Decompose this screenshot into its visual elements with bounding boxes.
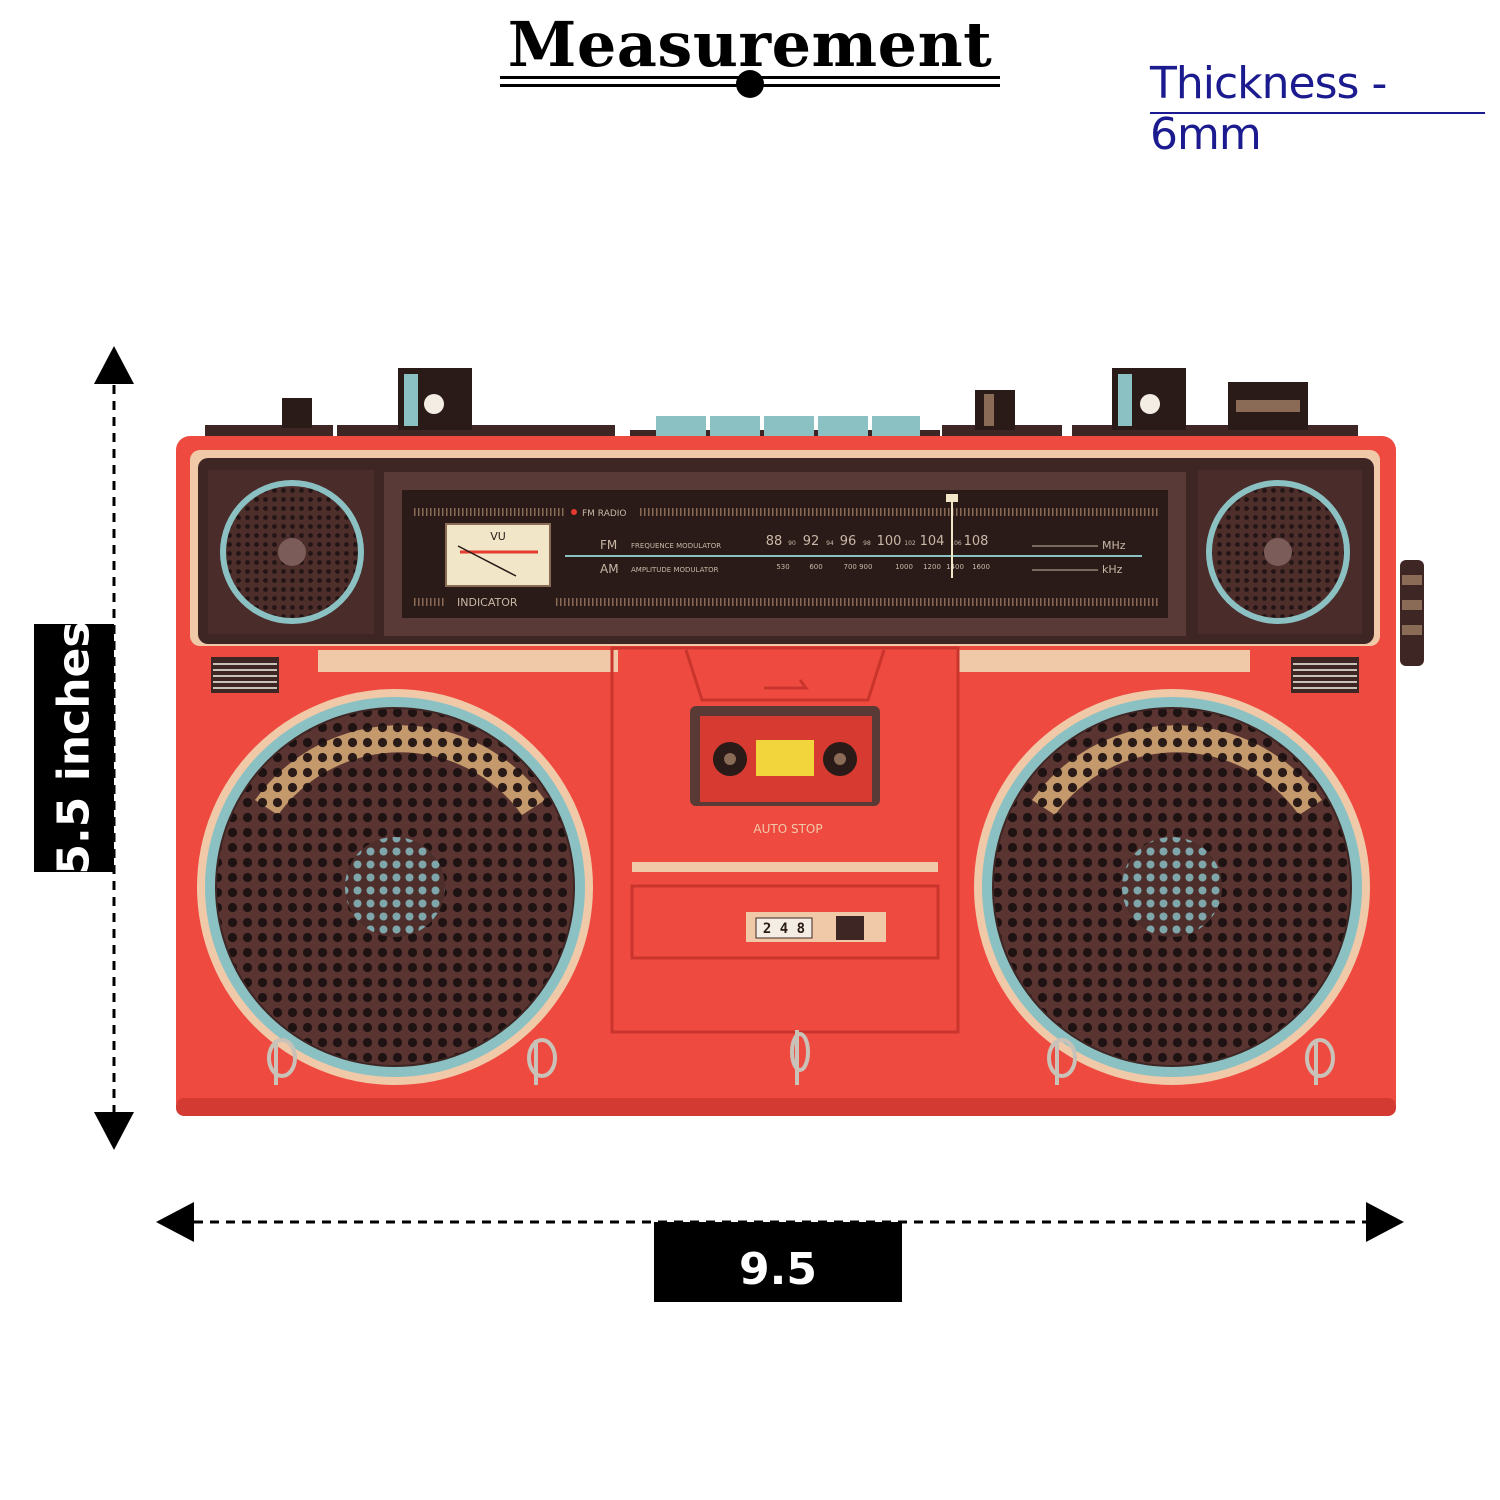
cassette-reel-right-hub bbox=[834, 753, 846, 765]
tape-button-5 bbox=[872, 416, 920, 438]
fm-desc: FREQUENCE MODULATOR bbox=[631, 542, 721, 550]
tape-button-2 bbox=[710, 416, 760, 438]
page-title: Measurement bbox=[507, 8, 993, 81]
vu-meter bbox=[445, 523, 551, 587]
tape-counter bbox=[755, 917, 813, 939]
top-knob-left bbox=[282, 398, 312, 428]
dial-band-label: FM RADIO bbox=[582, 509, 627, 519]
width-label: 9.5 inches bbox=[654, 1222, 902, 1391]
top-knob-center bbox=[975, 390, 1015, 430]
am-desc: AMPLITUDE MODULATOR bbox=[631, 566, 719, 574]
handle-mount-left-accent bbox=[404, 374, 418, 426]
counter-reset-button bbox=[836, 916, 864, 940]
thickness-label: Thickness - 6mm bbox=[1150, 58, 1387, 160]
fm-indicator-dot-icon bbox=[571, 509, 577, 515]
arrow-right-icon bbox=[1366, 1202, 1404, 1242]
fm-tick-label: 102 bbox=[904, 540, 916, 547]
woofer-right-highlight bbox=[1032, 725, 1322, 815]
counter-panel bbox=[630, 884, 940, 960]
key-ring-3 bbox=[790, 1032, 810, 1072]
key-hooks bbox=[267, 1030, 1335, 1085]
side-knob-ridge-2 bbox=[1402, 600, 1422, 610]
fm-tick-label: 106 bbox=[950, 540, 962, 547]
am-tick-label: 530 bbox=[776, 563, 789, 571]
arrow-left-icon bbox=[156, 1202, 194, 1242]
indicator-label: INDICATOR bbox=[457, 596, 518, 609]
vu-label: VU bbox=[490, 530, 506, 543]
woofer-right-center bbox=[1122, 837, 1222, 937]
key-ring-4 bbox=[1047, 1038, 1077, 1078]
side-knob-ridge-1 bbox=[1402, 575, 1422, 585]
height-label-box: 5.5 inches bbox=[34, 621, 114, 875]
thickness-underline bbox=[1150, 112, 1485, 114]
vu-needle bbox=[457, 545, 517, 577]
fm-tick-label: 92 bbox=[803, 534, 820, 549]
trim-strip-right bbox=[958, 650, 1250, 672]
am-tick-label: 1200 bbox=[923, 563, 941, 571]
woofer-left-highlight bbox=[255, 725, 545, 815]
woofer-left-center bbox=[345, 837, 445, 937]
fm-tick-label: 104 bbox=[920, 534, 945, 549]
am-tick-label: 1400 bbox=[946, 563, 964, 571]
arrow-down-icon bbox=[94, 1112, 134, 1150]
tweeter-right-center bbox=[1264, 538, 1292, 566]
cassette-trim bbox=[632, 862, 938, 872]
vent-right bbox=[1291, 657, 1359, 693]
hanging-hole-left bbox=[424, 394, 444, 414]
am-tick-label: 1000 bbox=[895, 563, 913, 571]
fm-tick-label: 100 bbox=[877, 534, 902, 549]
tape-counter-value: 2 4 8 bbox=[763, 921, 805, 937]
cassette-eject-slot bbox=[684, 649, 886, 702]
fm-unit: MHz bbox=[1102, 539, 1126, 552]
trim-strip-left bbox=[318, 650, 618, 672]
fm-tick-label: 98 bbox=[863, 540, 871, 547]
am-unit: kHz bbox=[1102, 563, 1123, 576]
tuning-needle-head bbox=[946, 494, 958, 502]
side-knob-ridge-3 bbox=[1402, 625, 1422, 635]
vent-left bbox=[211, 657, 279, 693]
hanging-hole-right bbox=[1140, 394, 1160, 414]
fm-tick-label: 88 bbox=[766, 534, 783, 549]
tape-button-1 bbox=[656, 416, 706, 438]
cassette-door bbox=[610, 646, 960, 1034]
side-knob bbox=[1400, 560, 1424, 666]
tape-button-3 bbox=[764, 416, 814, 438]
cassette-label bbox=[756, 740, 814, 776]
am-label: AM bbox=[600, 562, 619, 576]
am-tick-label: 600 bbox=[809, 563, 822, 571]
top-knob-center-accent bbox=[984, 394, 994, 426]
fm-tick-label: 108 bbox=[964, 534, 989, 549]
key-ring-5 bbox=[1305, 1038, 1335, 1078]
am-tick-label: 700 900 bbox=[844, 563, 873, 571]
tape-button-4 bbox=[818, 416, 868, 438]
arrow-up-icon bbox=[94, 346, 134, 384]
title-dot-icon bbox=[736, 70, 764, 98]
cassette-reel-left-hub bbox=[724, 753, 736, 765]
fm-label: FM bbox=[600, 538, 617, 552]
fm-tick-label: 90 bbox=[788, 540, 796, 547]
fm-tick-label: 96 bbox=[840, 534, 857, 549]
key-ring-2 bbox=[527, 1038, 557, 1078]
key-ring-1 bbox=[267, 1038, 297, 1078]
handle-mount-right-accent bbox=[1118, 374, 1132, 426]
am-tick-labels: 530 600 700 900 1000 1200 1400 1600 bbox=[776, 563, 990, 571]
auto-stop-label: AUTO STOP bbox=[753, 822, 822, 836]
am-tick-label: 1600 bbox=[972, 563, 990, 571]
fm-tick-label: 94 bbox=[826, 540, 834, 547]
tweeter-left-center bbox=[278, 538, 306, 566]
eject-arrow-icon bbox=[764, 679, 809, 690]
boombox-base bbox=[176, 1098, 1396, 1116]
top-knob-right-accent bbox=[1236, 400, 1300, 412]
